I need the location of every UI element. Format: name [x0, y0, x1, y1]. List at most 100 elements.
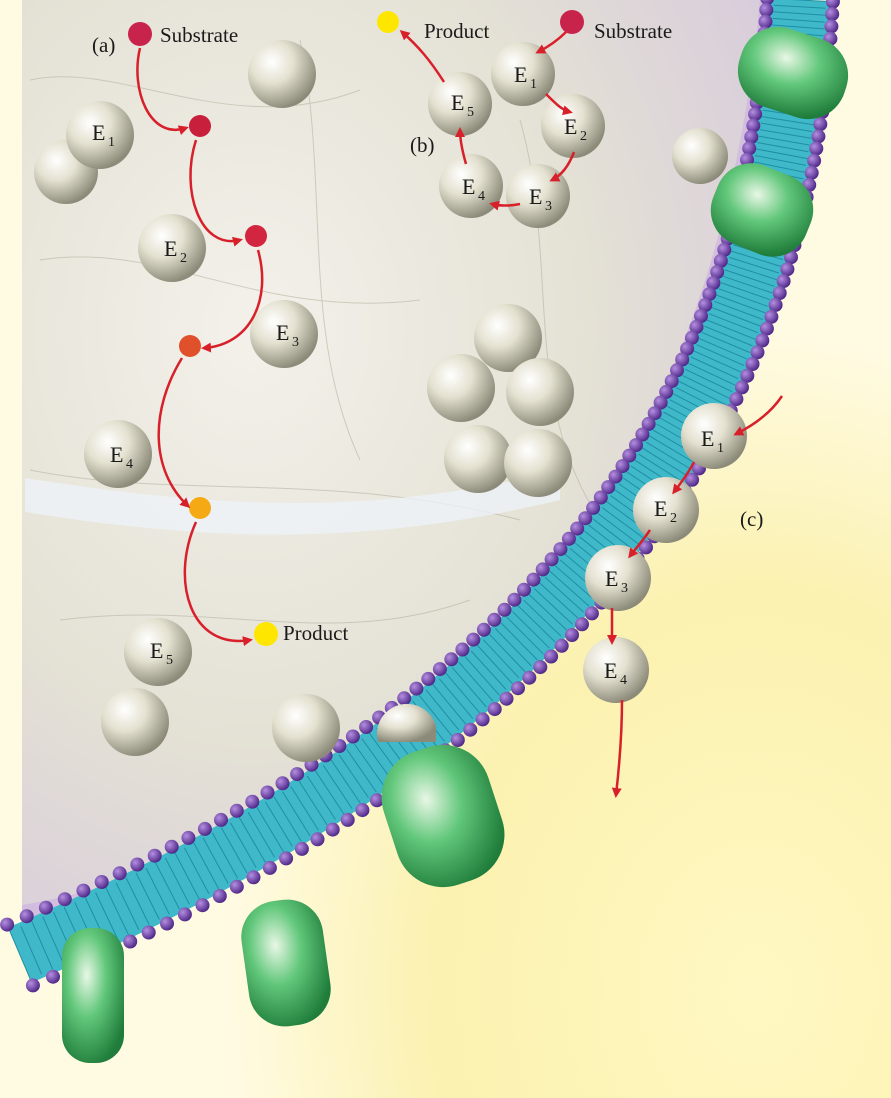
lipid-head — [544, 650, 558, 664]
lipid-head — [463, 723, 477, 737]
lipid-head — [311, 832, 325, 846]
enzyme-subscript: 5 — [467, 105, 474, 120]
lipid-head — [466, 633, 480, 647]
lipid-head — [326, 823, 340, 837]
enzyme-letter: E — [92, 120, 105, 145]
enzyme-subscript: 2 — [180, 251, 187, 266]
lipid-head — [39, 901, 53, 915]
lipid-head — [279, 851, 293, 865]
lipid-head — [773, 286, 787, 300]
lipid-head — [295, 842, 309, 856]
enzyme-sphere — [101, 688, 169, 756]
lipid-head — [500, 692, 514, 706]
substrate-label-a: Substrate — [160, 23, 238, 47]
enzyme-e3-c: E 3 — [585, 545, 651, 611]
lipid-head — [95, 875, 109, 889]
enzyme-e4-c: E 4 — [583, 637, 649, 703]
enzyme-sphere — [672, 128, 728, 184]
enzyme-subscript: 5 — [166, 653, 173, 668]
enzyme-e2-a: E 2 — [138, 214, 206, 282]
lipid-head — [58, 892, 72, 906]
lipid-head — [178, 907, 192, 921]
enzyme-subscript: 4 — [126, 457, 133, 472]
panel-c-label: (c) — [740, 507, 763, 531]
enzyme-subscript: 3 — [621, 581, 628, 596]
intermediate-molecule — [189, 115, 211, 137]
lipid-head — [341, 813, 355, 827]
lipid-head — [276, 776, 290, 790]
lipid-head — [247, 870, 261, 884]
enzyme-e1-c: E 1 — [681, 403, 747, 469]
lipid-head — [181, 831, 195, 845]
enzyme-sphere — [444, 425, 512, 493]
lipid-head — [807, 154, 821, 168]
lipid-head — [148, 849, 162, 863]
product-label-a: Product — [283, 621, 348, 645]
lipid-head — [760, 322, 774, 336]
lipid-head — [813, 117, 827, 131]
lipid-head — [575, 617, 589, 631]
enzyme-letter: E — [462, 174, 475, 199]
enzyme-subscript: 2 — [580, 129, 587, 144]
substrate-molecule — [560, 10, 584, 34]
lipid-head — [498, 603, 512, 617]
lipid-head — [421, 672, 435, 686]
lipid-head — [487, 613, 501, 627]
substrate-label-b: Substrate — [594, 19, 672, 43]
lipid-head — [511, 681, 525, 695]
enzyme-letter: E — [150, 638, 163, 663]
lipid-head — [113, 866, 127, 880]
substrate-molecule — [128, 22, 152, 46]
panel-a-label: (a) — [92, 33, 115, 57]
enzyme-subscript: 2 — [670, 511, 677, 526]
enzyme-letter: E — [110, 442, 123, 467]
product-molecule — [254, 622, 278, 646]
product-label-b: Product — [424, 19, 489, 43]
enzyme-letter: E — [604, 658, 617, 683]
enzyme-e2-b: E 2 — [541, 94, 605, 158]
enzyme-letter: E — [514, 62, 527, 87]
enzyme-letter: E — [276, 320, 289, 345]
lipid-head — [409, 682, 423, 696]
lipid-head — [777, 274, 791, 288]
enzyme-e5-a: E 5 — [124, 618, 192, 686]
lipid-head — [165, 840, 179, 854]
enzyme-sphere — [272, 694, 340, 762]
enzyme-letter: E — [654, 496, 667, 521]
enzyme-e1-a: E 1 — [66, 101, 134, 169]
lipid-head — [196, 898, 210, 912]
lipid-head — [142, 926, 156, 940]
lipid-head — [433, 662, 447, 676]
lipid-head — [805, 166, 819, 180]
enzyme-e1-b: E 1 — [491, 42, 555, 106]
enzyme-e4-b: E 4 — [439, 154, 503, 218]
intermediate-molecule — [189, 497, 211, 519]
lipid-head — [476, 712, 490, 726]
lipid-head — [477, 623, 491, 637]
intermediate-molecule — [245, 225, 267, 247]
lipid-head — [397, 691, 411, 705]
enzyme-subscript: 1 — [108, 135, 115, 150]
lipid-head — [261, 786, 275, 800]
lipid-head — [76, 884, 90, 898]
lipid-head — [245, 795, 259, 809]
lipid-head — [811, 129, 825, 143]
lipid-head — [214, 813, 228, 827]
lipid-head — [507, 593, 521, 607]
enzyme-letter: E — [564, 114, 577, 139]
intermediate-molecule — [179, 335, 201, 357]
lipid-head — [825, 7, 839, 21]
enzyme-e3-a: E 3 — [250, 300, 318, 368]
lipid-head — [230, 804, 244, 818]
lipid-head — [355, 803, 369, 817]
enzyme-e5-b: E 5 — [428, 72, 492, 136]
enzyme-sphere — [504, 429, 572, 497]
lipid-head — [346, 730, 360, 744]
lipid-head — [130, 858, 144, 872]
enzyme-letter: E — [164, 236, 177, 261]
enzyme-subscript: 4 — [620, 673, 627, 688]
lipid-head — [20, 909, 34, 923]
enzyme-e4-a: E 4 — [84, 420, 152, 488]
